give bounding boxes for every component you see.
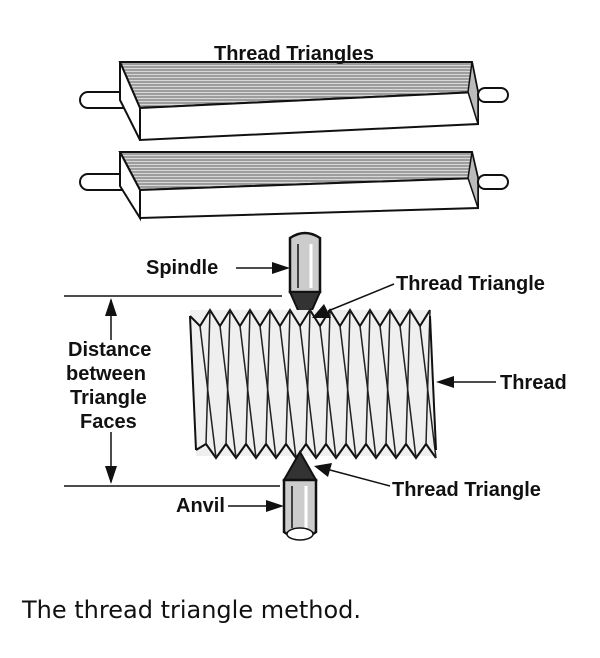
distance-label-line3: Triangle <box>70 387 147 409</box>
spindle-label: Spindle <box>146 257 218 279</box>
distance-dimension <box>64 295 282 487</box>
thread-triangle-label-bottom: Thread Triangle <box>392 479 541 501</box>
spindle-arrow-icon <box>272 262 290 274</box>
thread-triangle-label-top: Thread Triangle <box>396 273 545 295</box>
anvil-arrow-icon <box>266 500 284 512</box>
spindle-thread-triangle <box>288 291 322 329</box>
triangle-bottom-arrow-icon <box>314 463 332 477</box>
thread-triangle-bar-lower <box>79 151 509 222</box>
anvil <box>282 478 318 541</box>
distance-label-line4: Faces <box>80 411 137 433</box>
figure-caption: The thread triangle method. <box>22 596 362 624</box>
thread-triangle-diagram: Thread Triangles Distance between Triang… <box>64 43 567 541</box>
anvil-thread-triangle <box>282 449 318 481</box>
distance-label-line2: between <box>66 363 146 385</box>
thread-arrow-icon <box>436 376 454 388</box>
spindle <box>288 231 322 294</box>
triangle-top-arrow-icon <box>312 304 331 318</box>
thread-label: Thread <box>500 372 567 394</box>
thread-triangle-bar-upper <box>79 61 509 142</box>
thread-body <box>189 308 437 460</box>
anvil-label: Anvil <box>176 495 225 517</box>
distance-label-line1: Distance <box>68 339 151 361</box>
title-label: Thread Triangles <box>214 43 374 65</box>
